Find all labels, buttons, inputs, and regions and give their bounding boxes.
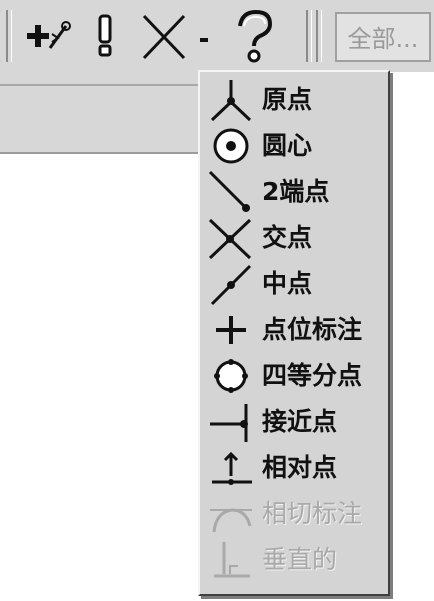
exclamation-icon [98,14,112,57]
help-icon [238,9,273,63]
menu-item-label: 相切标注 [262,499,363,528]
menu-item-label: 原点 [262,85,313,114]
menu-item-label: 接近点 [262,407,338,436]
center-snap-icon [213,128,249,164]
menu-item-label: 相对点 [262,453,338,482]
menu-item-tangent: 相切标注 [206,492,382,536]
origin-snap-icon [210,80,252,122]
menu-item-label: 点位标注 [262,315,363,344]
cross-snap-icon [142,14,186,60]
menu-item-label: 四等分点 [262,361,363,390]
menu-item-center[interactable]: 圆心 [206,124,382,168]
menu-item-perpendicular: 垂直的 [206,538,382,582]
snap-toolbar: 全部... [0,0,434,72]
intersection-snap-button[interactable] [138,4,192,68]
menu-item-endpoint[interactable]: 2端点 [206,170,382,214]
dropdown-arrow-icon [200,38,208,42]
point-marker-icon [216,316,246,344]
endpoint-snap-icon [208,170,250,212]
toolbar-divider [0,84,200,86]
menu-item-relative[interactable]: 相对点 [206,446,382,490]
menu-item-midpoint[interactable]: 中点 [206,262,382,306]
nearest-snap-icon [210,404,248,442]
help-button[interactable] [226,4,282,68]
tangent-snap-icon [210,508,252,533]
intersection-snap-icon [208,218,252,260]
perpendicular-snap-icon [214,542,250,578]
toolbar-separator [316,10,322,62]
menu-item-origin[interactable]: 原点 [206,78,382,122]
menu-item-label: 交点 [262,223,313,252]
snap-mode-menu: 原点 圆心 2端点 交点 [198,70,390,596]
midpoint-snap-icon [210,264,252,306]
relative-point-icon [212,451,252,485]
menu-item-label: 垂直的 [262,545,338,574]
add-snap-icon [27,21,71,49]
snap-dropdown-button[interactable] [196,4,216,68]
menu-item-quadrant[interactable]: 四等分点 [206,354,382,398]
menu-item-nearest[interactable]: 接近点 [206,400,382,444]
toolbar-separator [306,10,312,62]
add-snap-button[interactable] [22,4,74,68]
menu-item-label: 圆心 [262,131,313,160]
menu-item-label: 中点 [262,269,313,298]
menu-item-label: 2端点 [262,177,330,206]
toolbar-separator [6,10,12,62]
quadrant-snap-icon [214,359,248,393]
menu-item-point-marker[interactable]: 点位标注 [206,308,382,352]
scope-dropdown[interactable]: 全部... [335,12,431,62]
menu-item-intersection[interactable]: 交点 [206,216,382,260]
snap-alert-button[interactable] [88,4,124,68]
